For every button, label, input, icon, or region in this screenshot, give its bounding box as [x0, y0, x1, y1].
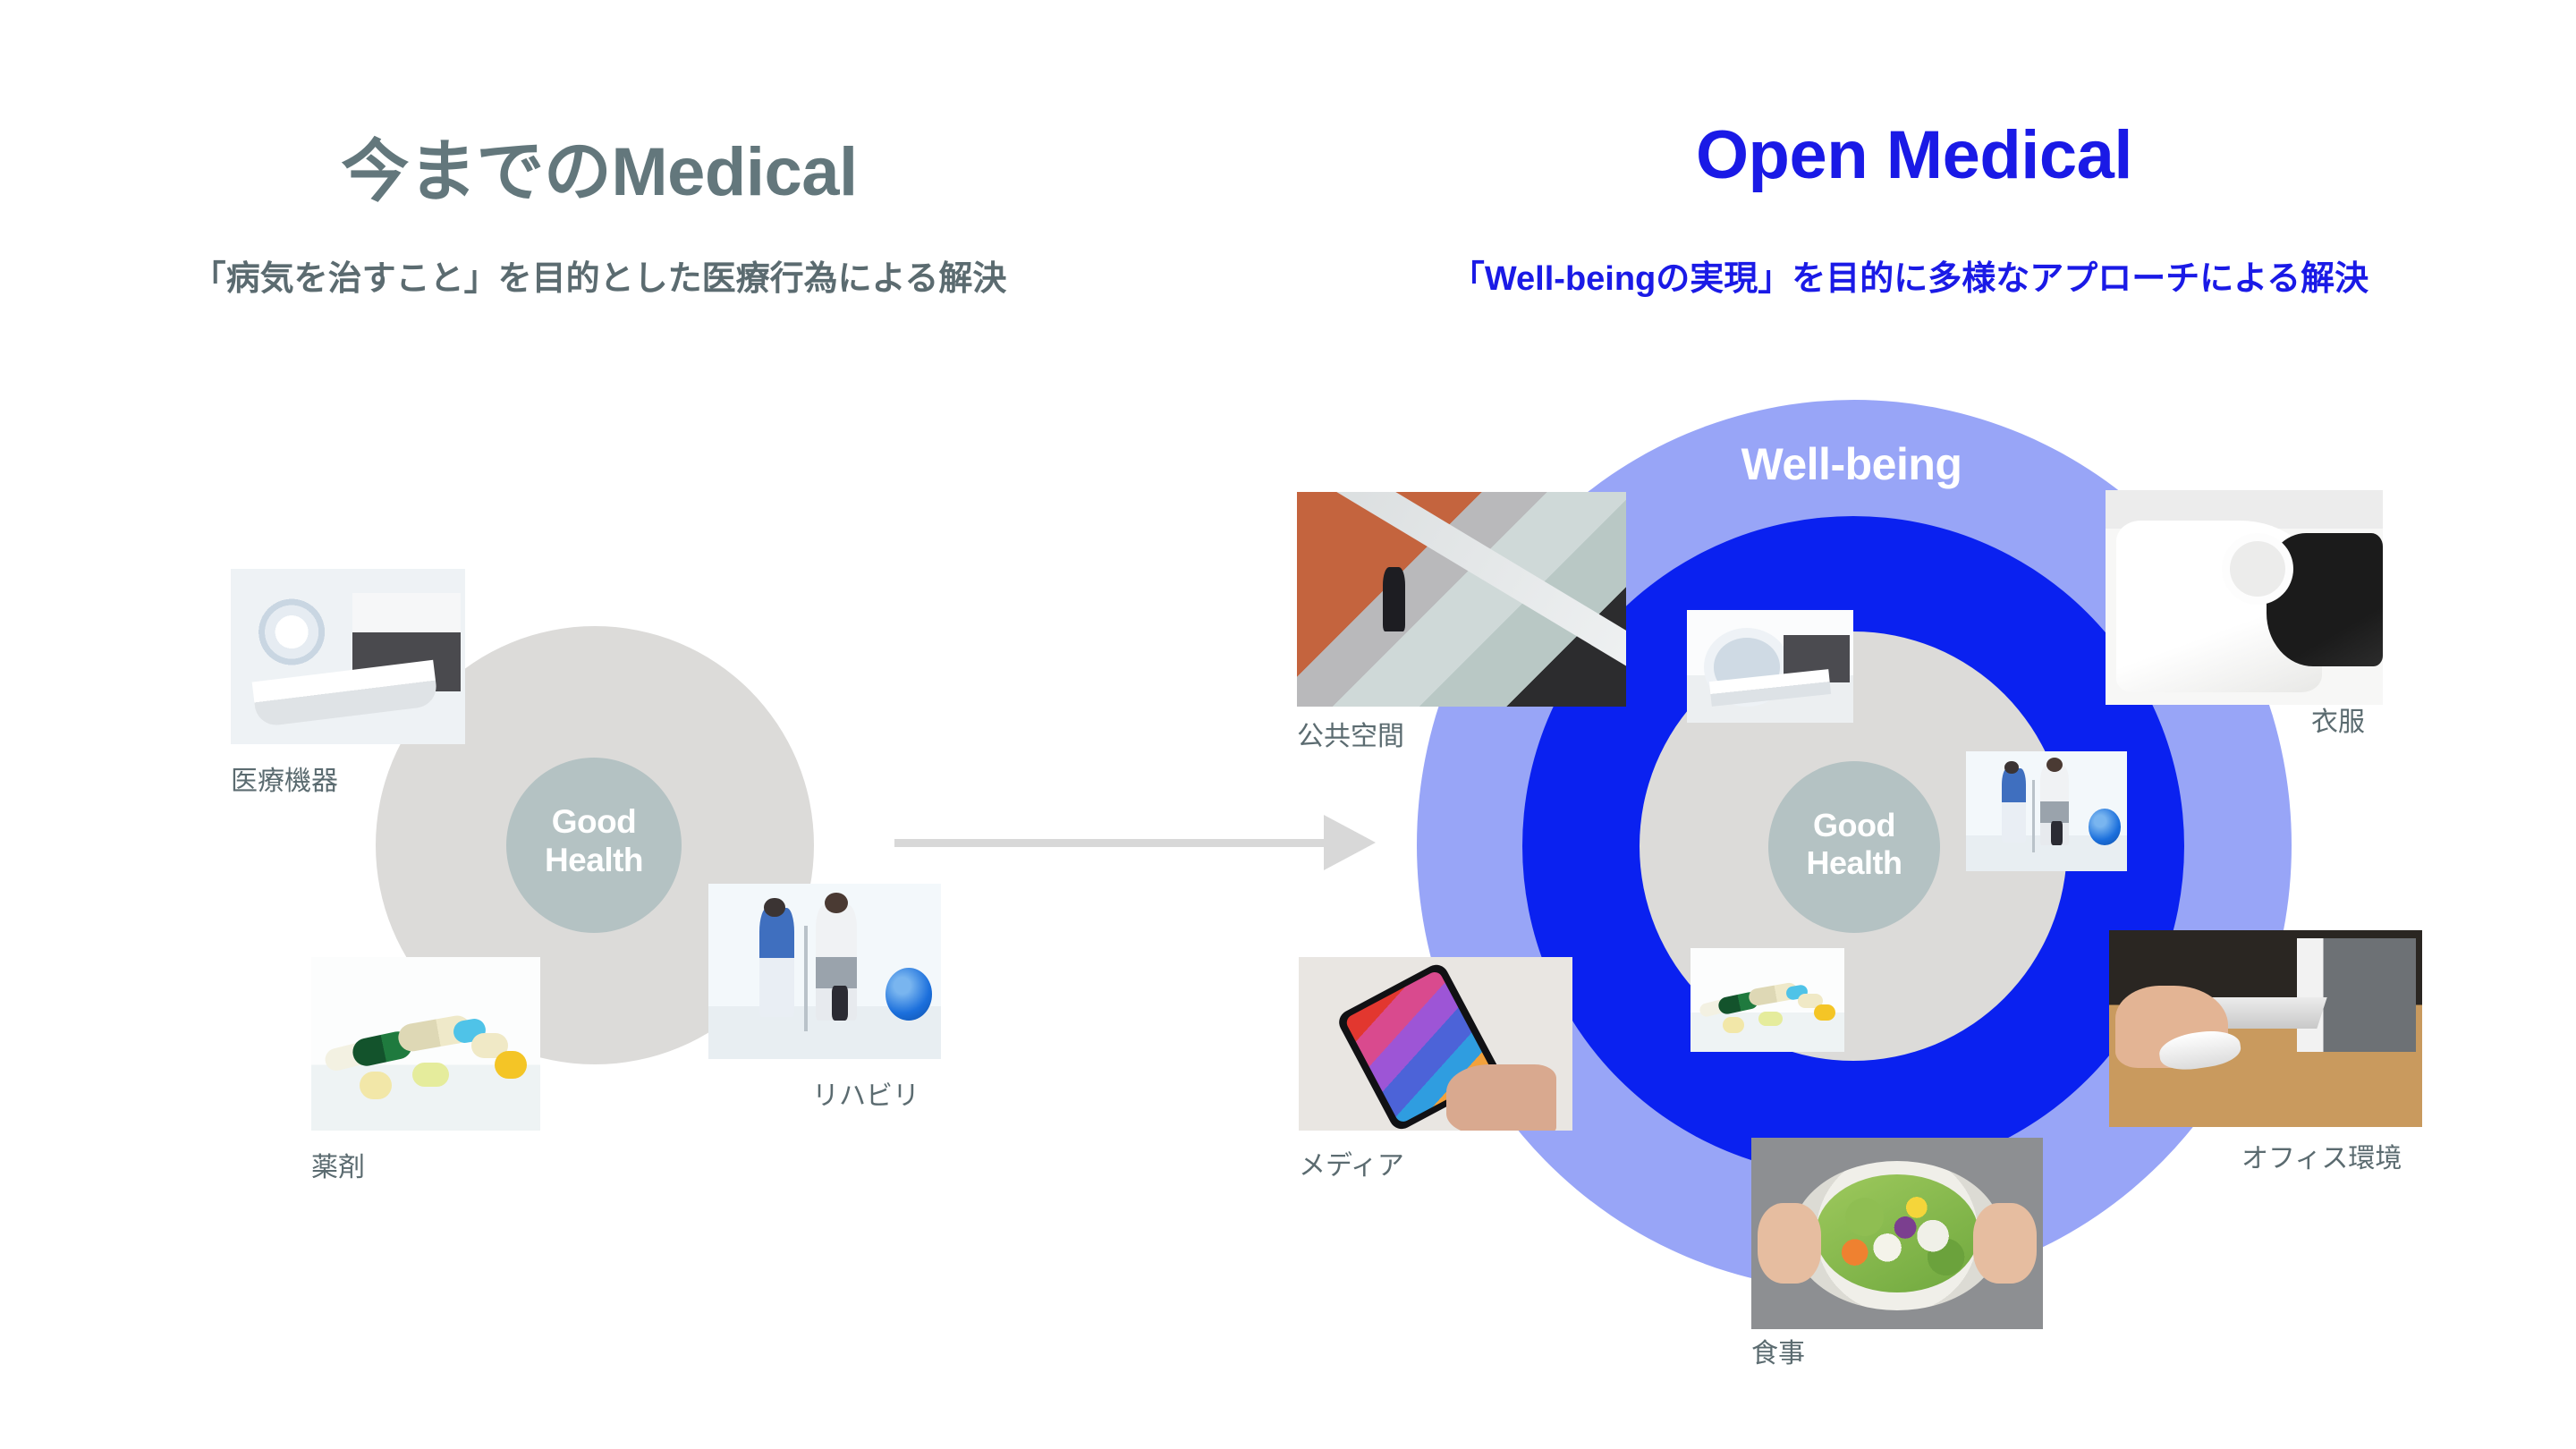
caption-medical-equipment: 医療機器	[231, 767, 338, 796]
right-good-health-core-circle	[1768, 761, 1940, 933]
caption-rehabilitation: リハビリ	[812, 1081, 919, 1111]
caption-clothing: 衣服	[2311, 708, 2365, 737]
left-panel-subtitle: 「病気を治すこと」を目的とした医療行為による解決	[191, 260, 1007, 298]
caption-public-space: 公共空間	[1297, 722, 1404, 751]
pills-small-photo	[1690, 948, 1844, 1052]
wellbeing-label: Well-being	[1741, 439, 1962, 489]
office-desk-mouse-photo	[2109, 930, 2422, 1127]
salad-meal-photo	[1751, 1138, 2043, 1329]
right-panel-subtitle: 「Well-beingの実現」を目的に多様なアプローチによる解決	[1450, 260, 2369, 298]
caption-meal: 食事	[1751, 1339, 1805, 1368]
caption-medicine: 薬剤	[311, 1153, 365, 1182]
left-good-health-core-circle	[506, 758, 682, 933]
rehabilitation-photo	[708, 884, 941, 1059]
escalator-public-space-photo	[1297, 492, 1626, 707]
left-panel-title: 今までのMedical	[341, 134, 858, 210]
arrow-shaft	[894, 839, 1333, 847]
pills-photo	[311, 957, 540, 1131]
left-good-health-label: Good Health	[544, 803, 644, 878]
arrow-head-icon	[1324, 815, 1376, 870]
smartphone-media-photo	[1299, 957, 1572, 1131]
tshirt-clothing-photo	[2106, 490, 2383, 705]
ct-scanner-small-photo	[1687, 610, 1853, 723]
caption-office-environment: オフィス環境	[2241, 1144, 2402, 1174]
caption-media: メディア	[1299, 1151, 1404, 1181]
right-panel-title: Open Medical	[1695, 117, 2133, 193]
rehabilitation-small-photo	[1966, 751, 2127, 871]
ct-scanner-photo	[231, 569, 465, 744]
right-good-health-label: Good Health	[1806, 807, 1902, 881]
